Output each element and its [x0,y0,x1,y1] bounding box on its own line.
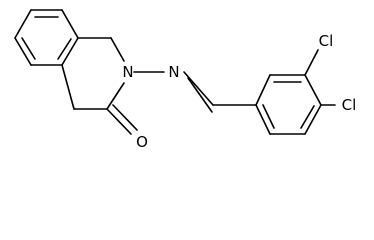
lactam-ring [61,37,138,135]
double-bond-inner [57,38,72,60]
bond [14,9,32,39]
bond [304,74,322,106]
benzo-ring [14,9,79,66]
double-bond-inner [21,37,36,60]
bond [14,37,32,66]
bond [110,37,125,62]
atom-labels: N N O Cl Cl [122,32,356,151]
bond [255,104,271,135]
bond [183,71,214,106]
double-bond-inner [300,105,315,129]
structure-diagram: N N O Cl Cl [14,9,356,151]
imine-nitrogen-label: N [168,63,179,81]
bond [61,9,79,39]
chlorine-para-label: Cl [342,96,357,114]
chlorine-meta-label: Cl [319,32,334,50]
hydrazone-linker [133,71,257,113]
bond [304,49,319,76]
bond [255,74,271,106]
bond [61,64,75,110]
bond [304,104,322,135]
double-bond-inner [187,77,213,113]
bond [61,37,79,66]
carbonyl-oxygen-label: O [136,133,148,151]
double-bond-inner [262,104,275,129]
dichlorophenyl-ring [255,49,336,135]
carbonyl-bond [106,108,132,135]
ring-nitrogen-label: N [122,63,133,81]
carbonyl-bond [112,104,138,131]
bond [106,82,125,110]
